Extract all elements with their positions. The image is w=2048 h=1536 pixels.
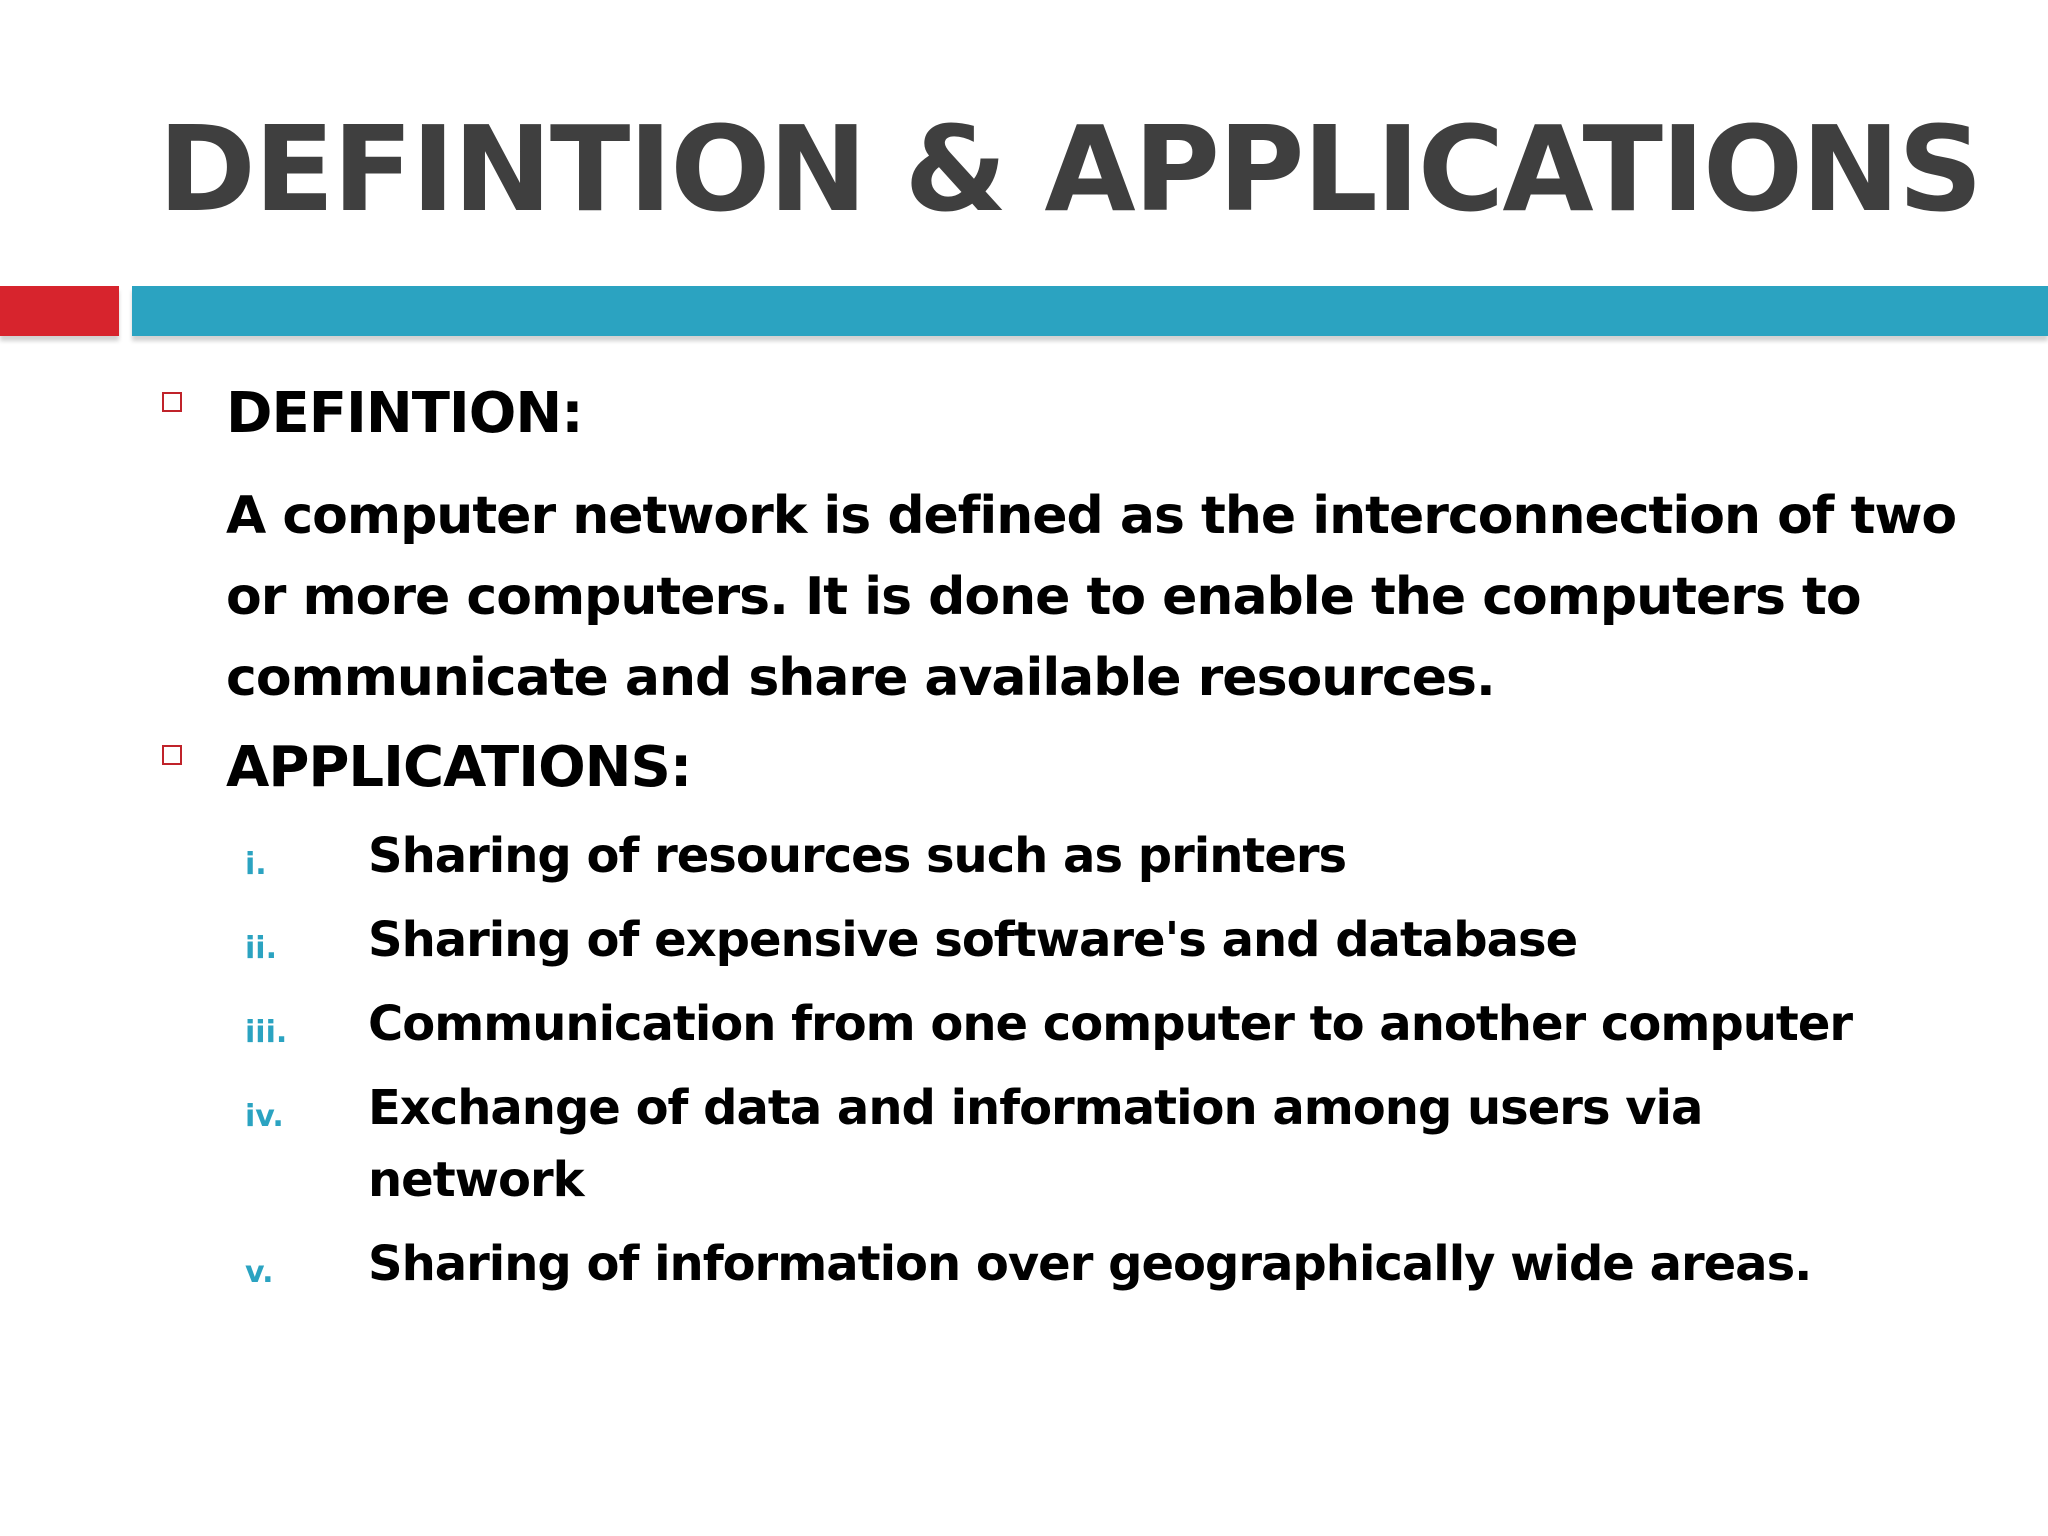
list-numeral: v. [245,1255,274,1290]
list-item-text: Communication from one computer to anoth… [368,996,1853,1052]
list-item-text: Sharing of resources such as printers [368,828,1347,884]
list-numeral: iii. [245,1015,288,1050]
accent-bar-blue [132,286,2048,336]
definition-heading: DEFINTION: [226,381,584,446]
square-bullet-icon [162,745,182,765]
accent-bar-red [0,286,119,336]
list-item-text: Exchange of data and information among u… [368,1080,1703,1208]
slide-title: DEFINTION & APPLICATIONS [158,100,1983,238]
list-numeral: iv. [245,1099,284,1134]
list-numeral: i. [245,847,267,882]
list-numeral: ii. [245,931,277,966]
square-bullet-icon [162,392,182,412]
list-item-text: Sharing of information over geographical… [368,1236,1812,1292]
definition-text: A computer network is defined as the int… [226,486,1957,708]
list-item-text: Sharing of expensive software's and data… [368,912,1578,968]
applications-heading: APPLICATIONS: [226,735,692,800]
